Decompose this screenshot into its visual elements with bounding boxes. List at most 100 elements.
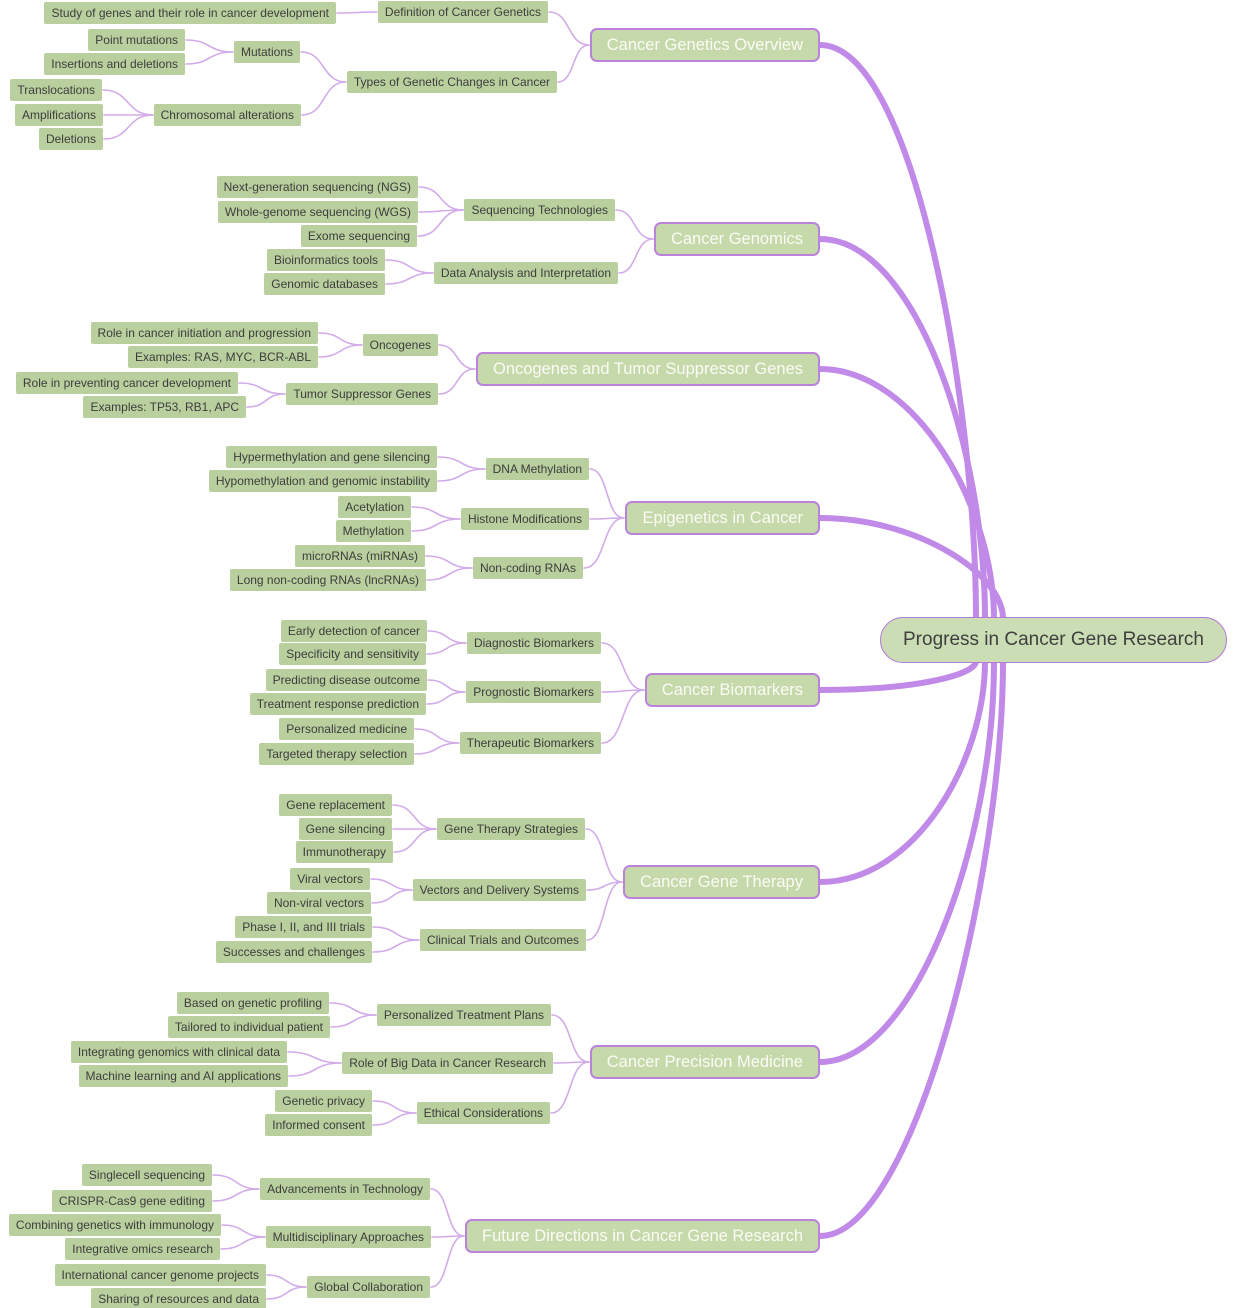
node-cancer-genomics[interactable]: Cancer Genomics bbox=[653, 222, 820, 256]
node-histone-modifications[interactable]: Histone Modifications bbox=[460, 508, 589, 530]
node-tailored-individual-patient[interactable]: Tailored to individual patient bbox=[167, 1016, 330, 1038]
node-translocations[interactable]: Translocations bbox=[10, 79, 102, 101]
node-genetic-privacy[interactable]: Genetic privacy bbox=[275, 1090, 372, 1112]
node-vectors-delivery-systems[interactable]: Vectors and Delivery Systems bbox=[412, 879, 586, 901]
connector-line bbox=[220, 1236, 266, 1250]
node-study-of-genes[interactable]: Study of genes and their role in cancer … bbox=[44, 2, 336, 24]
node-treatment-response-prediction[interactable]: Treatment response prediction bbox=[249, 693, 426, 715]
node-future-directions[interactable]: Future Directions in Cancer Gene Researc… bbox=[465, 1219, 820, 1253]
node-specificity-sensitivity[interactable]: Specificity and sensitivity bbox=[279, 643, 426, 665]
connector-line bbox=[246, 393, 286, 408]
connector-line bbox=[817, 658, 979, 693]
node-epigenetics-in-cancer[interactable]: Epigenetics in Cancer bbox=[625, 501, 820, 535]
node-exome-sequencing[interactable]: Exome sequencing bbox=[300, 225, 417, 247]
node-insertions-deletions[interactable]: Insertions and deletions bbox=[44, 53, 185, 75]
node-cancer-precision-medicine[interactable]: Cancer Precision Medicine bbox=[589, 1045, 820, 1079]
node-crispr-cas9[interactable]: CRISPR-Cas9 gene editing bbox=[51, 1190, 212, 1212]
connector-line bbox=[372, 1100, 417, 1114]
node-amplifications[interactable]: Amplifications bbox=[14, 104, 103, 126]
connector-line bbox=[438, 344, 476, 370]
node-gene-silencing[interactable]: Gene silencing bbox=[298, 818, 392, 840]
node-prognostic-biomarkers[interactable]: Prognostic Biomarkers bbox=[466, 681, 601, 703]
node-gene-replacement[interactable]: Gene replacement bbox=[279, 794, 392, 816]
node-hypermethylation-gene-silencing[interactable]: Hypermethylation and gene silencing bbox=[226, 446, 437, 468]
node-singlecell-sequencing[interactable]: Singlecell sequencing bbox=[81, 1164, 212, 1186]
node-role-cancer-initiation[interactable]: Role in cancer initiation and progressio… bbox=[90, 322, 318, 344]
node-machine-learning-ai[interactable]: Machine learning and AI applications bbox=[78, 1065, 288, 1087]
node-integrating-genomics-clinical[interactable]: Integrating genomics with clinical data bbox=[70, 1041, 287, 1063]
node-informed-consent[interactable]: Informed consent bbox=[265, 1114, 372, 1136]
node-hypomethylation-instability[interactable]: Hypomethylation and genomic instability bbox=[208, 470, 437, 492]
connector-line bbox=[372, 1112, 417, 1126]
connector-line bbox=[414, 728, 460, 744]
node-combining-genetics-immunology[interactable]: Combining genetics with immunology bbox=[8, 1214, 221, 1236]
node-deletions[interactable]: Deletions bbox=[38, 128, 103, 150]
node-advancements-technology[interactable]: Advancements in Technology bbox=[260, 1178, 430, 1200]
node-gene-therapy-strategies[interactable]: Gene Therapy Strategies bbox=[437, 818, 585, 840]
node-targeted-therapy-selection[interactable]: Targeted therapy selection bbox=[259, 743, 414, 765]
node-progress-in-cancer-gene-research[interactable]: Progress in Cancer Gene Research bbox=[880, 617, 1227, 663]
node-dna-methylation[interactable]: DNA Methylation bbox=[485, 458, 589, 480]
node-non-viral-vectors[interactable]: Non-viral vectors bbox=[266, 892, 371, 914]
node-personalized-medicine[interactable]: Personalized medicine bbox=[279, 718, 414, 740]
node-acetylation[interactable]: Acetylation bbox=[338, 496, 411, 518]
node-integrative-omics[interactable]: Integrative omics research bbox=[65, 1238, 220, 1260]
node-tumor-suppressor-genes[interactable]: Tumor Suppressor Genes bbox=[286, 383, 438, 405]
node-types-genetic-changes[interactable]: Types of Genetic Changes in Cancer bbox=[346, 71, 557, 93]
connector-line bbox=[102, 89, 154, 116]
connector-line bbox=[427, 679, 466, 693]
node-successes-challenges[interactable]: Successes and challenges bbox=[215, 941, 372, 963]
connector-line bbox=[287, 1051, 342, 1064]
node-role-big-data[interactable]: Role of Big Data in Cancer Research bbox=[342, 1052, 553, 1074]
node-wgs[interactable]: Whole-genome sequencing (WGS) bbox=[217, 201, 418, 223]
connector-line bbox=[212, 1174, 260, 1190]
node-ethical-considerations[interactable]: Ethical Considerations bbox=[416, 1102, 550, 1124]
connector-line bbox=[221, 1224, 266, 1238]
node-immunotherapy[interactable]: Immunotherapy bbox=[295, 841, 393, 863]
node-oncogenes[interactable]: Oncogenes bbox=[362, 334, 438, 356]
node-international-genome-projects[interactable]: International cancer genome projects bbox=[54, 1264, 266, 1286]
node-chromosomal-alterations[interactable]: Chromosomal alterations bbox=[153, 104, 301, 126]
connector-line bbox=[372, 939, 420, 953]
connector-line bbox=[615, 209, 654, 240]
connector-line bbox=[583, 517, 625, 569]
connector-line bbox=[586, 881, 623, 941]
node-point-mutations[interactable]: Point mutations bbox=[88, 29, 185, 51]
node-based-genetic-profiling[interactable]: Based on genetic profiling bbox=[176, 992, 329, 1014]
connector-line bbox=[103, 114, 154, 140]
node-bioinformatics-tools[interactable]: Bioinformatics tools bbox=[266, 249, 385, 271]
node-sharing-resources-data[interactable]: Sharing of resources and data bbox=[91, 1288, 266, 1308]
node-definition-cancer-genetics[interactable]: Definition of Cancer Genetics bbox=[377, 1, 548, 23]
node-oncogenes-tsg[interactable]: Oncogenes and Tumor Suppressor Genes bbox=[475, 352, 820, 386]
node-early-detection[interactable]: Early detection of cancer bbox=[280, 620, 427, 642]
node-cancer-genetics-overview[interactable]: Cancer Genetics Overview bbox=[589, 28, 820, 62]
node-global-collaboration[interactable]: Global Collaboration bbox=[307, 1276, 430, 1298]
connector-line bbox=[550, 1061, 590, 1114]
node-genomic-databases[interactable]: Genomic databases bbox=[264, 273, 385, 295]
node-cancer-gene-therapy[interactable]: Cancer Gene Therapy bbox=[623, 865, 820, 899]
connector-line bbox=[318, 344, 363, 358]
node-examples-ras-myc-bcr-abl[interactable]: Examples: RAS, MYC, BCR-ABL bbox=[127, 346, 318, 368]
node-methylation[interactable]: Methylation bbox=[335, 520, 411, 542]
node-long-non-coding-rnas[interactable]: Long non-coding RNAs (lncRNAs) bbox=[229, 569, 426, 591]
node-personalized-treatment-plans[interactable]: Personalized Treatment Plans bbox=[376, 1004, 551, 1026]
node-ngs[interactable]: Next-generation sequencing (NGS) bbox=[216, 176, 418, 198]
connector-line bbox=[411, 506, 461, 520]
connector-line bbox=[300, 51, 347, 83]
node-data-analysis-interpretation[interactable]: Data Analysis and Interpretation bbox=[433, 262, 618, 284]
node-examples-tp53-rb1-apc[interactable]: Examples: TP53, RB1, APC bbox=[83, 396, 246, 418]
node-micrornas[interactable]: microRNAs (miRNAs) bbox=[295, 545, 425, 567]
node-diagnostic-biomarkers[interactable]: Diagnostic Biomarkers bbox=[466, 632, 601, 654]
node-non-coding-rnas[interactable]: Non-coding RNAs bbox=[472, 557, 583, 579]
node-phase-trials[interactable]: Phase I, II, and III trials bbox=[235, 916, 372, 938]
node-sequencing-technologies[interactable]: Sequencing Technologies bbox=[464, 199, 615, 221]
connector-line bbox=[438, 368, 476, 395]
node-therapeutic-biomarkers[interactable]: Therapeutic Biomarkers bbox=[459, 732, 601, 754]
node-cancer-biomarkers[interactable]: Cancer Biomarkers bbox=[644, 673, 820, 707]
node-multidisciplinary-approaches[interactable]: Multidisciplinary Approaches bbox=[265, 1226, 431, 1248]
node-predicting-disease-outcome[interactable]: Predicting disease outcome bbox=[265, 669, 427, 691]
node-mutations[interactable]: Mutations bbox=[233, 41, 300, 63]
node-role-preventing-cancer[interactable]: Role in preventing cancer development bbox=[15, 372, 238, 394]
node-clinical-trials-outcomes[interactable]: Clinical Trials and Outcomes bbox=[419, 929, 586, 951]
node-viral-vectors[interactable]: Viral vectors bbox=[290, 868, 370, 890]
